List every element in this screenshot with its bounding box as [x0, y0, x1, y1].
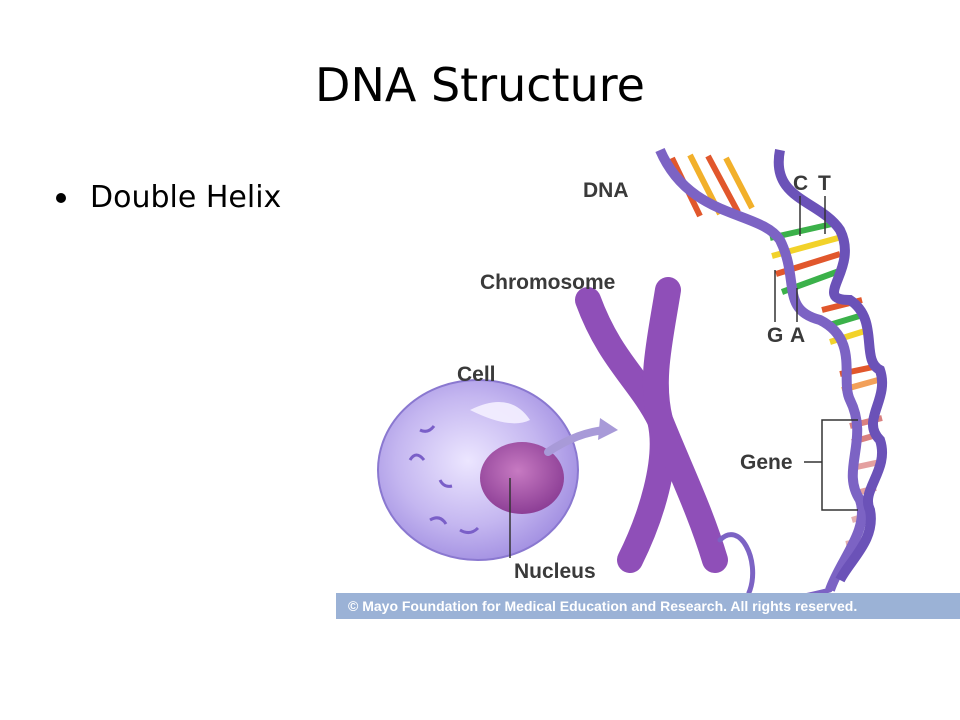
gene-bracket: [821, 419, 858, 511]
copyright-bar: © Mayo Foundation for Medical Education …: [336, 593, 960, 619]
bullet-dot-icon: [56, 192, 66, 203]
bullet-text: Double Helix: [90, 180, 282, 215]
slide-title: DNA Structure: [315, 58, 645, 112]
copyright-text: © Mayo Foundation for Medical Education …: [348, 598, 858, 614]
base-c-label: C: [793, 172, 808, 195]
base-g-label: G: [767, 324, 783, 347]
chromosome-label: Chromosome: [480, 271, 615, 294]
cell-body: [377, 379, 579, 561]
nucleus: [480, 442, 564, 514]
nucleus-label: Nucleus: [514, 560, 596, 583]
leader-lines: [509, 196, 858, 558]
bullet-item: Double Helix: [56, 180, 281, 215]
base-pair: [705, 154, 741, 214]
cell-illustration: [377, 379, 618, 561]
cell-organelle: [419, 425, 436, 433]
chromosome-strand: [717, 532, 833, 604]
base-a-label: A: [790, 324, 805, 347]
base-t-label: T: [818, 172, 831, 195]
base-pair: [723, 156, 755, 210]
dna-helix: [655, 147, 887, 592]
helix-backbone: [655, 147, 867, 592]
pointer-arrow-head: [598, 418, 618, 440]
cell-organelle: [470, 402, 530, 424]
cell-organelle: [438, 479, 453, 488]
cell-organelle: [459, 526, 480, 535]
cell-organelle: [408, 453, 426, 461]
helix-backbone: [773, 149, 887, 583]
cell-label: Cell: [457, 363, 496, 386]
gene-label: Gene: [740, 451, 793, 474]
dna-label: DNA: [583, 179, 629, 202]
chromosome-arm: [642, 277, 728, 573]
cell-organelle: [429, 516, 448, 525]
